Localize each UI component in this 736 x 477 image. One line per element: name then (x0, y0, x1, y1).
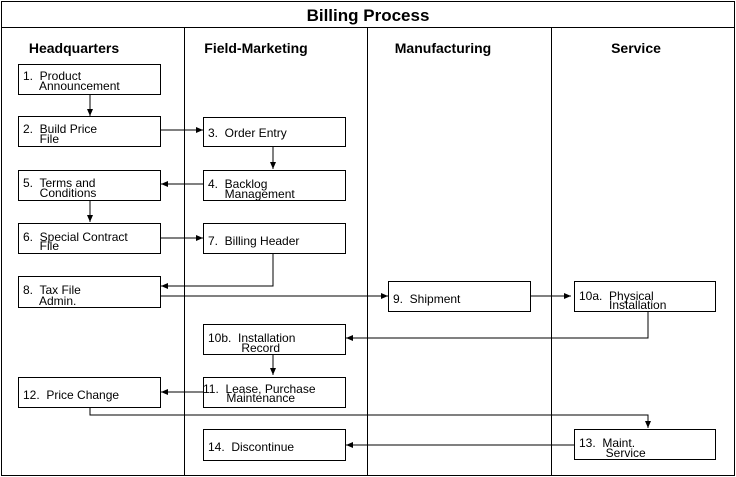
svg-text:11. Lease, Purchase Mai: 11. Lease, Purchase Maintenance (203, 382, 316, 405)
step-9-line-1: 9. Shipment (393, 292, 461, 306)
step-13-line-2: Service (579, 446, 646, 460)
step-10b-line-1: 10b. Installation (208, 331, 295, 345)
lane-service: Service (611, 40, 661, 56)
svg-text:8. Tax File Admin.: 8. Tax File Admin. (23, 283, 81, 308)
step-10b-line-2: Record (208, 341, 280, 355)
svg-text:14. Discontinue: 14. Discontinue (208, 440, 294, 454)
svg-text:9. Shipment: 9. Shipment (393, 292, 461, 306)
step-6-line-2: File (23, 239, 59, 253)
step-11-line-2: Maintenance (203, 391, 295, 405)
step-11-line-1: 11. Lease, Purchase (203, 382, 316, 396)
lane-headquarters: Headquarters (29, 40, 119, 56)
step-1-line-2: Announcement (23, 79, 120, 93)
step-8-line-1: 8. Tax File (23, 283, 81, 297)
step-3-order-entry: 3. Order Entry (203, 117, 346, 147)
step-10a-physical-installation: 10a. Physical Installation (574, 281, 716, 312)
arrow-12-to-13 (89, 407, 651, 428)
step-10a-line-1: 10a. Physical (579, 289, 654, 303)
lane-field-marketing: Field-Marketing (204, 40, 307, 56)
step-14-discontinue: 14. Discontinue (203, 429, 346, 461)
step-13-line-1: 13. Maint. (579, 436, 635, 450)
step-12-line-1: 12. Price Change (23, 388, 119, 402)
step-5-terms-and-conditions: 5. Terms and Conditions (18, 170, 161, 201)
step-7-line-1: 7. Billing Header (208, 234, 299, 248)
step-2-line-2: File (23, 132, 59, 146)
step-4-line-2: Management (208, 187, 295, 201)
svg-text:3. Order Entry: 3. Order Entry (208, 126, 287, 140)
svg-text:5. Terms and Conditions: 5. Terms and Conditions (23, 176, 96, 200)
step-11-lease-purchase-maintenance: 11. Lease, Purchase Maintenance (203, 377, 346, 408)
step-10b-installation-record: 10b. Installation Record (203, 324, 346, 355)
svg-text:1. Product Announcement: 1. Product Announcement (23, 69, 120, 93)
diagram-title: Billing Process (307, 6, 430, 25)
step-14-line-1: 14. Discontinue (208, 440, 294, 454)
step-10a-line-2: Installation (579, 298, 666, 312)
step-4-line-1: 4. Backlog (208, 177, 267, 191)
step-1-product-announcement: 1. Product Announcement (18, 64, 161, 95)
step-6-special-contract-file: 6. Special Contract File (18, 223, 161, 254)
step-8-line-2: Admin. (23, 294, 76, 308)
step-5-line-2: Conditions (23, 186, 96, 200)
svg-text:2. Build Price File: 2. Build Price File (23, 122, 97, 146)
svg-text:10a. Physical Install: 10a. Physical Installation (579, 289, 666, 312)
step-4-backlog-management: 4. Backlog Management (203, 170, 346, 201)
step-12-price-change: 12. Price Change (18, 377, 161, 408)
step-2-line-1: 2. Build Price (23, 122, 97, 136)
step-7-billing-header: 7. Billing Header (203, 223, 346, 254)
step-3-line-1: 3. Order Entry (208, 126, 287, 140)
arrow-7-to-8 (161, 253, 274, 289)
step-1-line-1: 1. Product (23, 69, 82, 83)
svg-text:13. Maint. Service: 13. Maint. Service (579, 436, 646, 460)
step-2-build-price-file: 2. Build Price File (18, 116, 161, 147)
svg-text:6. Special Contract File: 6. Special Contract File (23, 230, 128, 253)
flow-arrows (87, 94, 651, 448)
lane-manufacturing: Manufacturing (395, 40, 491, 56)
step-13-maint-service: 13. Maint. Service (574, 429, 716, 460)
svg-text:10b. Installation Re: 10b. Installation Record (208, 331, 295, 355)
svg-text:4. Backlog Management: 4. Backlog Management (208, 177, 295, 201)
arrow-10a-to-10b (346, 312, 649, 341)
svg-text:7. Billing Header: 7. Billing Header (208, 234, 299, 248)
step-5-line-1: 5. Terms and (23, 176, 95, 190)
step-6-line-1: 6. Special Contract (23, 230, 128, 244)
svg-text:12. Price Change: 12. Price Change (23, 388, 119, 402)
step-8-tax-file-admin: 8. Tax File Admin. (18, 276, 161, 308)
step-9-shipment: 9. Shipment (388, 281, 531, 312)
